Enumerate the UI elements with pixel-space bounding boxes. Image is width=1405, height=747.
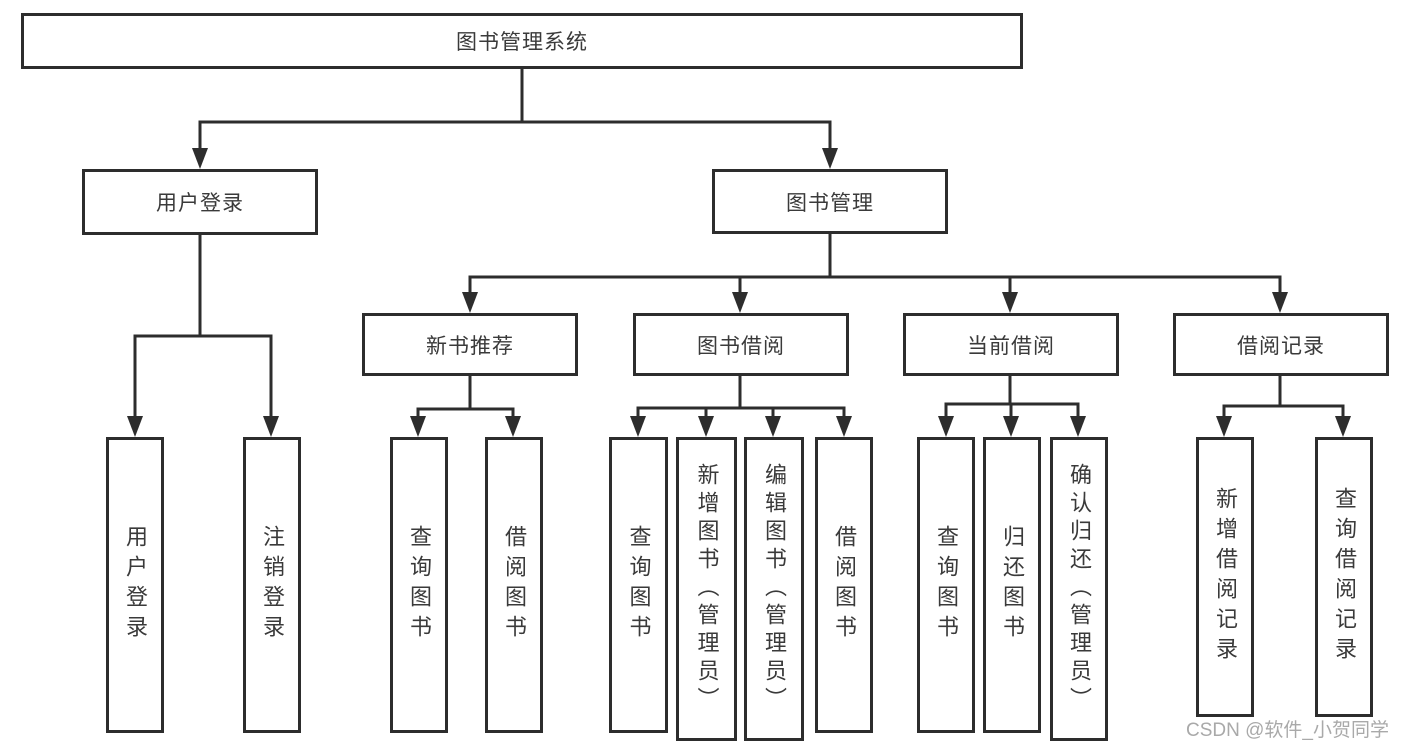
node-borrow-records: 借阅记录 <box>1173 313 1389 376</box>
leaf-query-book-1-label: 查询图书 <box>407 525 432 645</box>
leaf-query-book-1: 查询图书 <box>390 437 448 733</box>
leaf-edit-book-admin-label: 编辑图书（管理员） <box>762 463 787 715</box>
leaf-add-borrow-record: 新增借阅记录 <box>1196 437 1254 717</box>
leaf-query-borrow-record: 查询借阅记录 <box>1315 437 1373 717</box>
leaf-borrow-book-1-label: 借阅图书 <box>502 525 527 645</box>
connector-strokes <box>133 68 1345 418</box>
node-current-borrow: 当前借阅 <box>903 313 1119 376</box>
leaf-add-book-admin: 新增图书（管理员） <box>676 437 737 741</box>
leaf-confirm-return-admin: 确认归还（管理员） <box>1050 437 1108 741</box>
leaf-logout-label: 注销登录 <box>260 525 285 645</box>
leaf-confirm-return-admin-label: 确认归还（管理员） <box>1067 463 1092 715</box>
node-new-book-recommend: 新书推荐 <box>362 313 578 376</box>
leaf-query-book-3: 查询图书 <box>917 437 975 733</box>
leaf-query-borrow-record-label: 查询借阅记录 <box>1332 487 1357 667</box>
node-book-management: 图书管理 <box>712 169 948 234</box>
leaf-user-login-label: 用户登录 <box>123 525 148 645</box>
node-library-management-system: 图书管理系统 <box>21 13 1023 69</box>
leaf-query-book-3-label: 查询图书 <box>934 525 959 645</box>
node-user-login: 用户登录 <box>82 169 318 235</box>
leaf-query-book-2-label: 查询图书 <box>626 525 652 645</box>
leaf-user-login: 用户登录 <box>106 437 164 733</box>
leaf-borrow-book-1: 借阅图书 <box>485 437 543 733</box>
leaf-add-borrow-record-label: 新增借阅记录 <box>1213 487 1238 667</box>
leaf-edit-book-admin: 编辑图书（管理员） <box>744 437 804 741</box>
node-book-borrow: 图书借阅 <box>633 313 849 376</box>
leaf-borrow-book-2: 借阅图书 <box>815 437 873 733</box>
leaf-return-book-label: 归还图书 <box>1000 525 1025 645</box>
leaf-borrow-book-2-label: 借阅图书 <box>832 525 857 645</box>
leaf-logout: 注销登录 <box>243 437 301 733</box>
csdn-watermark: CSDN @软件_小贺同学 <box>1186 720 1389 741</box>
leaf-add-book-admin-label: 新增图书（管理员） <box>694 463 720 715</box>
leaf-return-book: 归还图书 <box>983 437 1041 733</box>
arrowheads <box>127 148 1351 437</box>
leaf-query-book-2: 查询图书 <box>609 437 668 733</box>
